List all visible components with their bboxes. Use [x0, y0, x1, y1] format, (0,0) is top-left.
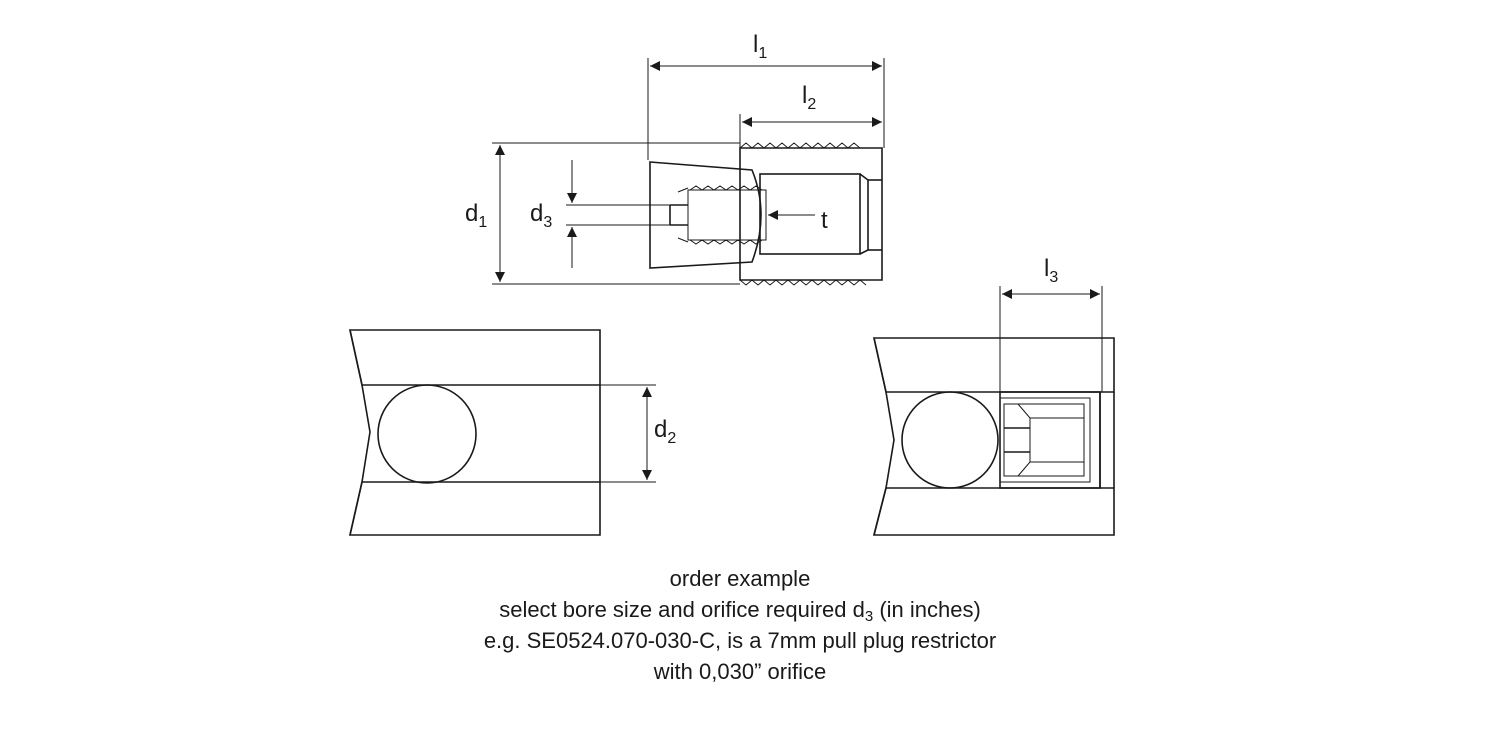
dim-l3-label: l3 — [1044, 255, 1058, 286]
ball-installed — [901, 391, 999, 489]
caption-line-4: with 0,030” orifice — [653, 659, 827, 684]
dim-l2-label: l2 — [802, 82, 816, 113]
dim-d3-label: d3 — [530, 200, 552, 231]
caption-line-3: e.g. SE0524.070-030-C, is a 7mm pull plu… — [483, 628, 997, 653]
sleeve-body — [739, 147, 883, 281]
dim-d2-label: d2 — [654, 416, 676, 447]
caption-line-1: order example — [669, 566, 811, 591]
dim-t-label: t — [821, 207, 828, 234]
installed-section: l3 — [872, 255, 1115, 536]
conical-pin — [649, 161, 762, 269]
caption-line-2: select bore size and orifice required d3… — [499, 597, 981, 625]
order-example-caption: order example select bore size and orifi… — [0, 563, 1480, 687]
bore-section: d2 — [348, 329, 676, 536]
dim-l1-label: l1 — [753, 31, 767, 62]
ball — [377, 384, 477, 484]
plug-part: l1 l2 d1 d3 t — [465, 31, 885, 286]
dim-d1-label: d1 — [465, 200, 487, 231]
